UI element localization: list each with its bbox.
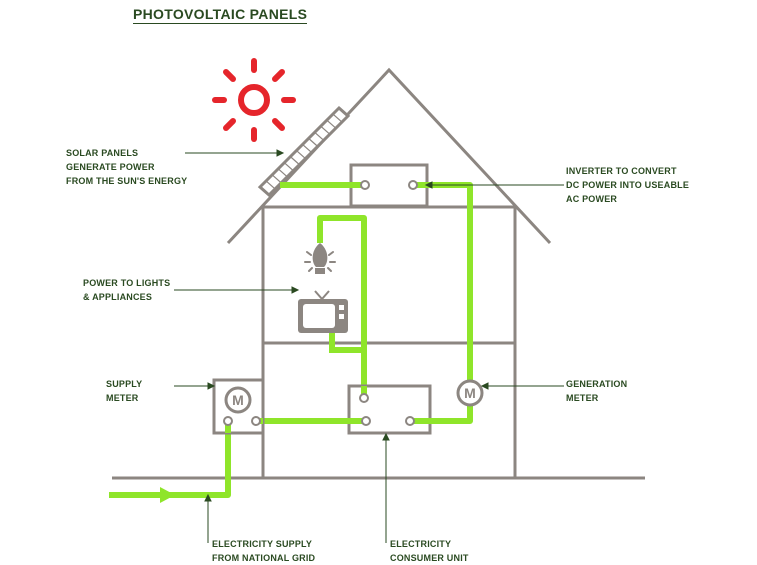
solar-panel-cell-divider	[271, 174, 282, 184]
solar-panels-label-line-3: FROM THE SUN'S ENERGY	[66, 176, 188, 186]
solar-panel-cell-divider	[332, 113, 343, 123]
consumer-unit-box	[330, 384, 432, 435]
solar-panel-cell-divider	[283, 162, 294, 172]
solar-panel-cell-divider	[302, 144, 312, 153]
solar-panel-cell-divider	[314, 131, 325, 141]
inverter-label-line-1: INVERTER TO CONVERT	[566, 166, 677, 176]
solar-panel-cell-divider	[289, 156, 300, 166]
consumer-unit-label-line-2: CONSUMER UNIT	[390, 553, 469, 563]
generation-meter-label-line-1: GENERATION	[566, 379, 628, 389]
supply-meter-symbol: M	[232, 392, 244, 408]
lights-label: POWER TO LIGHTS & APPLIANCES	[83, 276, 170, 304]
solar-panel-cell-divider	[265, 180, 276, 190]
inverter-label-line-3: AC POWER	[566, 194, 618, 204]
solar-panel-icon	[257, 105, 351, 198]
supply-meter-label-line-2: METER	[106, 393, 139, 403]
solar-panel-cell-divider	[277, 168, 288, 178]
inverter-label: INVERTER TO CONVERT DC POWER INTO USEABL…	[566, 164, 689, 206]
generation-meter-icon	[456, 379, 484, 407]
consumer-unit-label-line-1: ELECTRICITY	[390, 539, 452, 549]
electricity-supply-label-line-1: ELECTRICITY SUPPLY	[212, 539, 313, 549]
inverter-label-line-2: DC POWER INTO USEABLE	[566, 180, 690, 190]
lights-label-line-2: & APPLIANCES	[83, 292, 153, 302]
light-bulb-icon	[304, 243, 336, 274]
supply-meter-box	[212, 378, 265, 435]
supply-arrow-icon	[160, 487, 175, 503]
electricity-supply-label: ELECTRICITY SUPPLY FROM NATIONAL GRID	[212, 537, 315, 565]
solar-panel-cell-divider	[308, 137, 319, 147]
leader-lines	[174, 149, 564, 543]
solar-panel-cell-divider	[326, 119, 337, 129]
diagram-title: PHOTOVOLTAIC PANELS	[133, 6, 308, 24]
generation-meter-label: GENERATION METER	[566, 377, 627, 405]
wiring	[109, 182, 473, 498]
generation-meter-label-line-2: METER	[566, 393, 599, 403]
consumer-unit-label: ELECTRICITY CONSUMER UNIT	[390, 537, 469, 565]
television-icon	[298, 290, 348, 333]
sun-icon	[212, 58, 296, 142]
electricity-supply-label-line-2: FROM NATIONAL GRID	[212, 553, 316, 563]
supply-meter-label: SUPPLY METER	[106, 377, 142, 405]
solar-panels-label-line-1: SOLAR PANELS	[66, 148, 139, 158]
solar-panels-label-line-2: GENERATE POWER	[66, 162, 155, 172]
lights-label-line-1: POWER TO LIGHTS	[83, 278, 171, 288]
solar-panels-label: SOLAR PANELS GENERATE POWER FROM THE SUN…	[66, 146, 187, 188]
inverter-box	[283, 163, 470, 208]
solar-panel-cell-divider	[296, 150, 306, 159]
supply-meter-label-line-1: SUPPLY	[106, 379, 143, 389]
solar-panel-cell-divider	[320, 125, 331, 135]
generation-meter-symbol: M	[464, 385, 476, 401]
